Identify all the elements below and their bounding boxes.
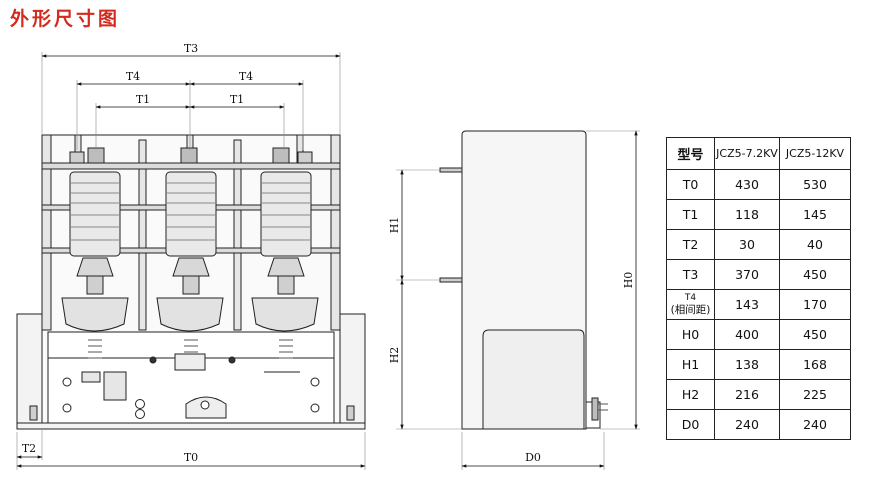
- table-cell-param: T4 (相间距): [666, 289, 715, 320]
- table-cell-value: 370: [714, 259, 780, 290]
- table-cell-param-code: T4: [684, 293, 697, 303]
- spec-table: 型号 JCZ5-7.2KV JCZ5-12KV T0 430 530 T1 11…: [666, 137, 851, 440]
- table-row: H1 138 168: [666, 349, 851, 380]
- table-cell-value: 240: [714, 409, 780, 440]
- table-row: T4 (相间距) 143 170: [666, 289, 851, 320]
- table-cell-value: 240: [779, 409, 851, 440]
- table-cell-value: 138: [714, 349, 780, 380]
- table-cell-param: T1: [666, 199, 715, 230]
- table-cell-value: 530: [779, 169, 851, 200]
- table-cell-value: 450: [779, 259, 851, 290]
- side-dimensions: [396, 130, 640, 470]
- dim-label-t3: T3: [184, 42, 198, 55]
- dim-label-d0: D0: [525, 451, 541, 464]
- table-cell-param-note: (相间距): [670, 304, 711, 316]
- table-cell-param: H1: [666, 349, 715, 380]
- dim-label-t1-right: T1: [230, 93, 244, 106]
- table-header-row: 型号 JCZ5-7.2KV JCZ5-12KV: [666, 137, 851, 170]
- table-row: H0 400 450: [666, 319, 851, 350]
- table-cell-value: 143: [714, 289, 780, 320]
- side-view: [439, 130, 608, 430]
- table-cell-value: 145: [779, 199, 851, 230]
- table-cell-value: 170: [779, 289, 851, 320]
- pole-center: [156, 171, 224, 359]
- dim-label-t4-right: T4: [239, 70, 253, 83]
- table-header-12kv: JCZ5-12KV: [779, 137, 851, 170]
- dim-label-t4-left: T4: [126, 70, 140, 83]
- page-title: 外形尺寸图: [10, 8, 121, 30]
- dim-label-h0: H0: [622, 272, 635, 289]
- table-cell-param: T0: [666, 169, 715, 200]
- table-cell-value: 450: [779, 319, 851, 350]
- front-dimensions: [16, 52, 366, 470]
- dim-label-h2: H2: [388, 347, 401, 364]
- table-cell-value: 430: [714, 169, 780, 200]
- table-row: T0 430 530: [666, 169, 851, 200]
- table-row: T1 118 145: [666, 199, 851, 230]
- table-row: H2 216 225: [666, 379, 851, 410]
- pole-left: [61, 171, 129, 359]
- table-cell-value: 168: [779, 349, 851, 380]
- table-cell-param: H0: [666, 319, 715, 350]
- table-cell-param: D0: [666, 409, 715, 440]
- table-cell-param: T3: [666, 259, 715, 290]
- dim-label-t1-left: T1: [136, 93, 150, 106]
- table-row: T2 30 40: [666, 229, 851, 260]
- table-row: T3 370 450: [666, 259, 851, 290]
- dim-label-t2: T2: [22, 442, 36, 455]
- dim-label-t0: T0: [184, 451, 198, 464]
- table-row: D0 240 240: [666, 409, 851, 440]
- table-cell-param: T2: [666, 229, 715, 260]
- table-header-model: 型号: [666, 137, 715, 170]
- table-cell-param: H2: [666, 379, 715, 410]
- table-cell-value: 225: [779, 379, 851, 410]
- front-view: [16, 134, 366, 430]
- table-header-7-2kv: JCZ5-7.2KV: [714, 137, 780, 170]
- table-cell-value: 216: [714, 379, 780, 410]
- table-cell-value: 30: [714, 229, 780, 260]
- dim-label-h1: H1: [388, 217, 401, 234]
- table-cell-value: 400: [714, 319, 780, 350]
- table-cell-value: 118: [714, 199, 780, 230]
- pole-right: [251, 171, 319, 359]
- table-cell-value: 40: [779, 229, 851, 260]
